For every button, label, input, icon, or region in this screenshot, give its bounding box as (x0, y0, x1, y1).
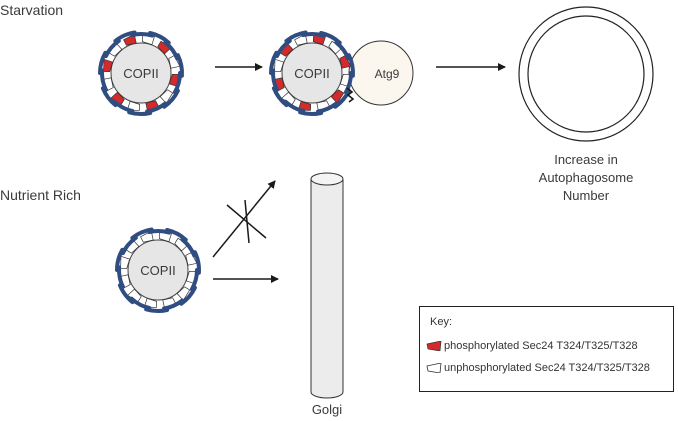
tether-squiggle (346, 87, 355, 103)
copii-coat-segment (346, 53, 355, 78)
vesicle-core (281, 42, 343, 104)
nutrient-rich-label: Nutrient Rich (0, 187, 81, 203)
copii-coat-segment (130, 227, 154, 240)
phosphorylated-sec24 (330, 89, 345, 104)
copii-coat-segment (165, 228, 188, 242)
unphosphorylated-sec24 (176, 286, 191, 301)
autophagosome-outer-membrane (518, 6, 654, 142)
outcome-line-2: Autophagosome (539, 170, 634, 185)
copii-coat-segment (97, 50, 108, 75)
outcome-line-1: Increase in (554, 152, 618, 167)
copii-coat-segment (103, 38, 121, 59)
copii-coat-segment (145, 101, 168, 114)
key-row-unphosphorylated: unphosphorylated Sec24 T324/T325/T328 (426, 362, 650, 374)
key-legend: Key: phosphorylated Sec24 T324/T325/T328… (419, 306, 674, 392)
copii-coat-segment (271, 86, 289, 108)
copii-label: COPII (294, 66, 329, 81)
unphosphorylated-sec24-icon (426, 363, 442, 373)
autophagosome-inner-membrane (527, 15, 645, 133)
copii-coat-segment (274, 38, 292, 59)
vesicle-core (110, 42, 172, 104)
copii-coat-segment (112, 99, 135, 113)
key-row-phosphorylated: phosphorylated Sec24 T324/T325/T328 (426, 340, 638, 352)
copii-coat-segment (127, 110, 153, 117)
copii-coat-segment (316, 101, 339, 114)
copii-coat-segment (162, 298, 185, 311)
golgi-label: Golgi (312, 402, 342, 417)
unphosphorylated-sec24 (185, 252, 198, 266)
copii-coat-segment (100, 86, 118, 108)
copii-label: COPII (123, 66, 158, 81)
atg9-label: Atg9 (375, 67, 400, 81)
copii-vesicle-atg9-contact (268, 30, 355, 117)
copii-coat-segment (268, 50, 279, 75)
copii-coat-segment (298, 110, 324, 117)
copii-coat-segment (120, 235, 138, 256)
outcome-line-3: Number (563, 188, 610, 203)
phosphorylated-sec24-icon (426, 341, 442, 351)
copii-coat-segment (319, 31, 342, 45)
key-title: Key: (430, 316, 453, 328)
copii-coat-segment (192, 250, 201, 275)
unphosphorylated-sec24 (168, 55, 181, 69)
copii-vesicle-starvation (97, 30, 184, 117)
unphosphorylated-sec24 (159, 89, 174, 104)
copii-coat-segment (113, 30, 137, 43)
copii-coat-segment (283, 99, 306, 113)
copii-coat-segment (148, 31, 171, 45)
copii-coat-segment (284, 30, 308, 43)
copii-label: COPII (140, 263, 175, 278)
phosphorylated-sec24 (103, 58, 114, 73)
copii-coat-segment (129, 296, 152, 310)
starvation-label: Starvation (0, 2, 63, 18)
golgi-cylinder (310, 172, 344, 399)
unphosphorylated-sec24 (274, 58, 285, 73)
unphosphorylated-sec24 (120, 255, 131, 270)
copii-coat-segment (117, 283, 135, 305)
copii-coat-segment (144, 307, 170, 314)
copii-coat-segment (175, 53, 184, 78)
key-phosphorylated-text: phosphorylated Sec24 T324/T325/T328 (444, 340, 638, 352)
copii-coat-segment (100, 68, 108, 92)
phosphorylated-sec24 (339, 55, 352, 69)
copii-coat-segment (117, 265, 125, 289)
copii-coat-segment (271, 68, 279, 92)
copii-vesicle-nutrient-rich (114, 227, 201, 314)
vesicle-core (127, 239, 189, 301)
block-x-stroke-2 (244, 199, 250, 244)
key-unphosphorylated-text: unphosphorylated Sec24 T324/T325/T328 (444, 362, 650, 374)
copii-coat-segment (114, 247, 125, 272)
